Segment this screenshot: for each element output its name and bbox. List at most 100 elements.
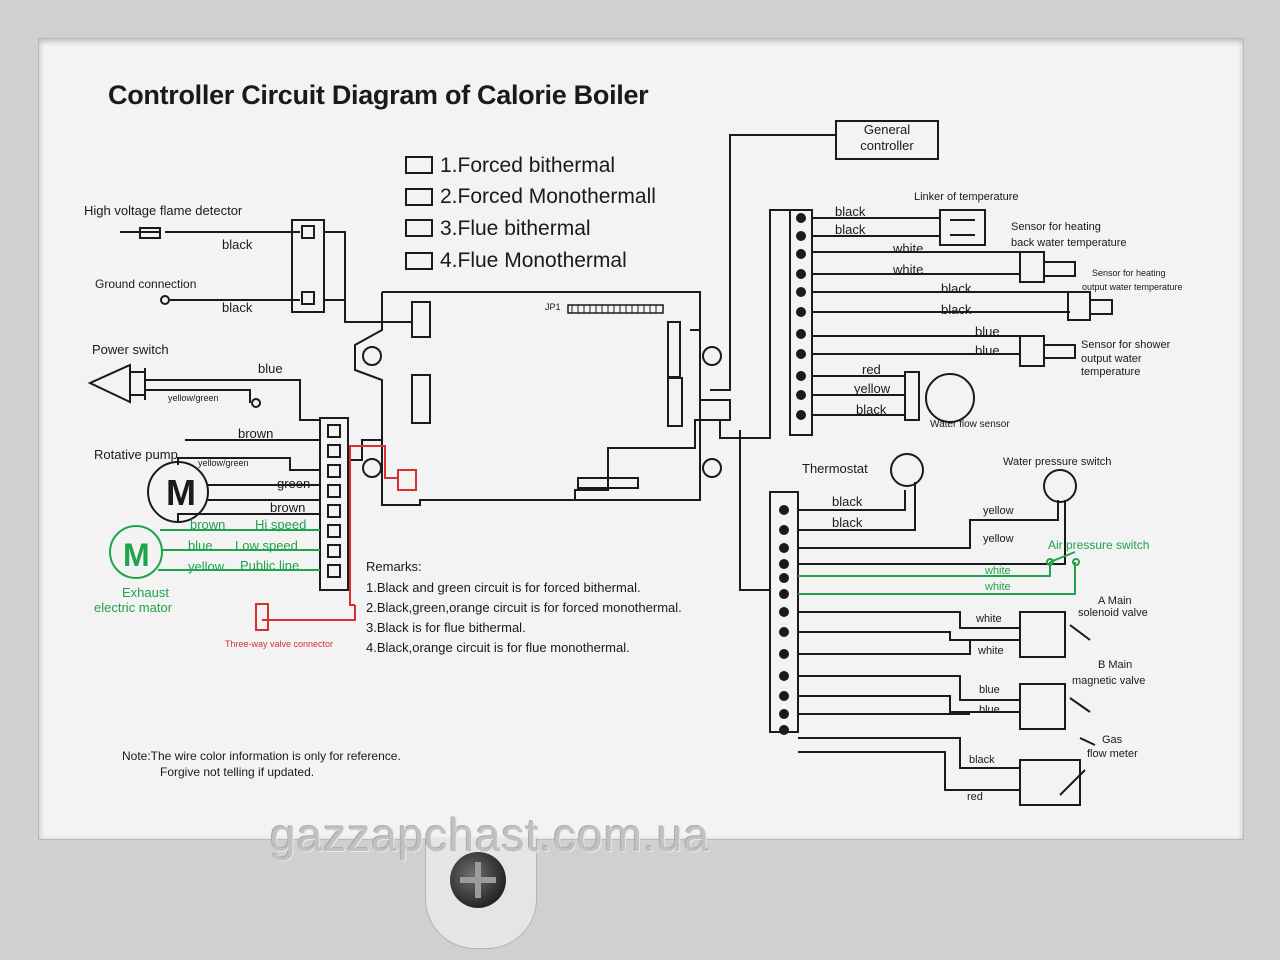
thermostat bbox=[890, 453, 924, 487]
screw-icon bbox=[450, 852, 506, 908]
sensor-heating-output bbox=[1067, 291, 1091, 321]
left-terminal-block bbox=[319, 417, 349, 591]
sensor-shower bbox=[1019, 335, 1045, 367]
rt-wire-4: white bbox=[893, 262, 924, 277]
diagram-title: Controller Circuit Diagram of Calorie Bo… bbox=[108, 80, 649, 110]
rb-wire-5: white bbox=[985, 565, 1011, 577]
rb-wire-6: white bbox=[985, 581, 1011, 593]
sensor-heating-back bbox=[1019, 251, 1045, 283]
sensor-heating-back-label-2: back water temperature bbox=[1011, 237, 1127, 249]
wire-brown-3: brown bbox=[190, 517, 226, 532]
three-way-valve-connector bbox=[255, 603, 269, 631]
exhaust-motor-label-1: Exhaust bbox=[122, 585, 169, 600]
remark-line-4: 4.Black,orange circuit is for flue monot… bbox=[366, 640, 630, 655]
controller-board bbox=[354, 291, 731, 506]
remarks-heading: Remarks: bbox=[366, 559, 422, 574]
right-top-terminal-strip bbox=[789, 209, 813, 436]
general-controller-box: General controller bbox=[835, 120, 939, 160]
solenoid-valve-a bbox=[1019, 611, 1066, 658]
rb-wire-8: white bbox=[978, 645, 1004, 657]
remark-line-1: 1.Black and green circuit is for forced … bbox=[366, 580, 641, 595]
rt-wire-11: black bbox=[856, 402, 887, 417]
board-terminal-d bbox=[667, 377, 683, 427]
water-flow-sensor bbox=[925, 373, 975, 423]
rb-wire-12: red bbox=[967, 791, 983, 803]
a-main-label-1: A Main bbox=[1098, 595, 1132, 607]
rb-wire-2: black bbox=[832, 515, 863, 530]
mount-hole-2 bbox=[702, 346, 722, 366]
wire-yellow: yellow bbox=[188, 559, 225, 574]
mount-hole-1 bbox=[362, 346, 382, 366]
mode-checkbox-1 bbox=[405, 156, 433, 174]
mode-label-2: 2.Forced Monothermall bbox=[440, 185, 656, 208]
svg-text:M: M bbox=[166, 472, 196, 513]
rotative-pump-label: Rotative pump bbox=[94, 447, 178, 462]
mode-checkbox-4 bbox=[405, 252, 433, 270]
rb-wire-7: white bbox=[976, 613, 1002, 625]
board-terminal-b bbox=[411, 374, 431, 424]
rt-wire-6: black bbox=[941, 302, 972, 317]
air-pressure-label: Air pressure switch bbox=[1048, 538, 1150, 552]
mode-label-4: 4.Flue Monothermal bbox=[440, 249, 627, 272]
wire-public-line: Public line bbox=[240, 558, 300, 573]
linker-label: Linker of temperature bbox=[914, 191, 1019, 203]
exhaust-motor bbox=[109, 525, 163, 579]
note-line-1: Note:The wire color information is only … bbox=[122, 749, 401, 763]
rt-wire-2: black bbox=[835, 222, 866, 237]
general-controller-line-2: controller bbox=[860, 138, 914, 153]
remark-line-3: 3.Black is for flue bithermal. bbox=[366, 620, 526, 635]
b-main-label-2: magnetic valve bbox=[1072, 675, 1146, 687]
wire-hi-speed: Hi speed bbox=[255, 517, 307, 532]
water-pressure-switch bbox=[1043, 469, 1077, 503]
gas-flow-meter bbox=[1019, 759, 1081, 806]
power-plug bbox=[87, 363, 146, 404]
rb-wire-10: blue bbox=[979, 704, 1000, 716]
sensor-shower-label-1: Sensor for shower bbox=[1081, 339, 1171, 351]
wire-low-speed: Low speed bbox=[235, 538, 298, 553]
sensor-heating-back-label-1: Sensor for heating bbox=[1011, 221, 1101, 233]
wire-black-2: black bbox=[222, 300, 253, 315]
ground-connection-label: Ground connection bbox=[95, 277, 197, 291]
general-controller-line-1: General bbox=[863, 122, 911, 137]
wire-brown-1: brown bbox=[238, 426, 274, 441]
rt-wire-1: black bbox=[835, 204, 866, 219]
jp1-connector bbox=[567, 304, 664, 314]
wire-yellow-green-2: yellow/green bbox=[198, 458, 249, 468]
mode-label-1: 1.Forced bithermal bbox=[440, 154, 616, 177]
wire-blue-1: blue bbox=[258, 361, 283, 376]
jp1-label: JP1 bbox=[545, 302, 561, 312]
mode-label-3: 3.Flue bithermal bbox=[440, 217, 591, 240]
flame-detector-label: High voltage flame detector bbox=[84, 203, 243, 218]
three-way-valve-label: Three-way valve connector bbox=[225, 639, 334, 649]
wire-green: green bbox=[277, 476, 311, 491]
sensor-heating-output-label-1: Sensor for heating bbox=[1092, 268, 1166, 278]
rb-wire-11: black bbox=[969, 754, 995, 766]
note-line-2: Forgive not telling if updated. bbox=[160, 765, 315, 779]
wire-yellow-green-1: yellow/green bbox=[168, 393, 219, 403]
b-main-label-1: B Main bbox=[1098, 659, 1133, 671]
rb-wire-1: black bbox=[832, 494, 863, 509]
rt-wire-10: yellow bbox=[854, 381, 891, 396]
wire-black-1: black bbox=[222, 237, 253, 252]
mode-checkbox-2 bbox=[405, 188, 433, 206]
sensor-heating-output-label-2: output water temperature bbox=[1082, 282, 1183, 292]
water-pressure-label: Water pressure switch bbox=[1003, 456, 1112, 468]
mount-hole-4 bbox=[702, 458, 722, 478]
mount-hole-3 bbox=[362, 458, 382, 478]
rt-wire-8: blue bbox=[975, 343, 1000, 358]
thermostat-label: Thermostat bbox=[802, 461, 868, 476]
rt-wire-7: blue bbox=[975, 324, 1000, 339]
rb-wire-3: yellow bbox=[983, 505, 1014, 517]
rt-wire-9: red bbox=[862, 362, 881, 377]
rt-wire-5: black bbox=[941, 281, 972, 296]
board-terminal-c bbox=[667, 321, 681, 378]
exhaust-motor-label-2: electric mator bbox=[94, 600, 173, 615]
magnetic-valve-b bbox=[1019, 683, 1066, 730]
gas-label-2: flow meter bbox=[1087, 748, 1138, 760]
watermark: gazzapchast.com.ua bbox=[270, 809, 710, 861]
svg-text:M: M bbox=[123, 537, 150, 573]
a-main-label-2: solenoid valve bbox=[1078, 607, 1148, 619]
remark-line-2: 2.Black,green,orange circuit is for forc… bbox=[366, 600, 682, 615]
rb-wire-9: blue bbox=[979, 684, 1000, 696]
